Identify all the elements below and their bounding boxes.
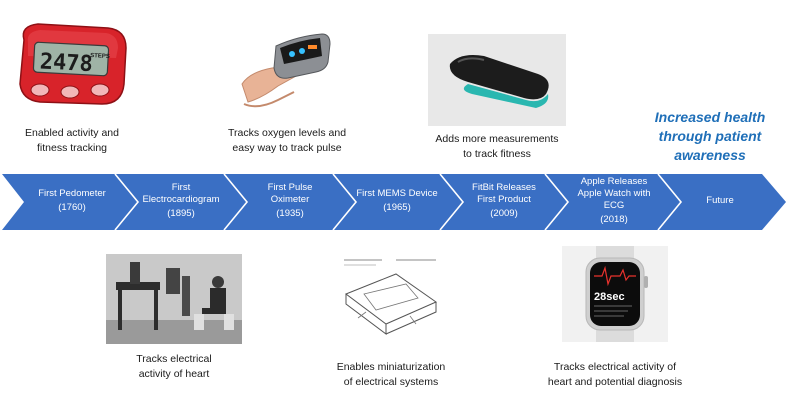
electrocardiogram-image — [106, 254, 242, 344]
milestone-year: (1760) — [58, 202, 86, 213]
caption-line: Tracks electrical activity of — [553, 361, 677, 373]
caption-pedometer: Enabled activity and fitness tracking — [4, 126, 140, 156]
milestone-first-pulse-oximeter: First Pulse Oximeter (1935) — [245, 174, 335, 228]
chevron-divider — [439, 174, 465, 230]
chevron-divider — [223, 174, 249, 230]
chevron-divider — [114, 174, 140, 230]
caption-line: to track fitness — [463, 148, 531, 160]
tagline: Increased health through patient awarene… — [640, 108, 780, 165]
milestone-name: First Electrocardiogram — [142, 182, 220, 205]
pedometer-unit: STEPS — [90, 53, 110, 60]
milestone-first-electrocardiogram: First Electrocardiogram (1895) — [134, 174, 228, 228]
milestone-first-pedometer: First Pedometer (1760) — [24, 174, 120, 228]
fitbit-image — [428, 34, 566, 126]
tagline-line: awareness — [674, 147, 746, 163]
milestone-fitbit-first-product: FitBit Releases First Product (2009) — [458, 174, 550, 228]
chevron-divider — [332, 174, 358, 230]
tagline-line: through patient — [658, 128, 762, 144]
milestone-year: (2009) — [490, 208, 518, 219]
caption-line: heart and potential diagnosis — [547, 376, 683, 388]
milestone-name: FitBit Releases First Product — [472, 182, 536, 205]
timeline-band — [2, 174, 786, 230]
caption-line: Tracks electrical — [136, 353, 212, 365]
chevron-divider — [544, 174, 570, 230]
caption-apple-watch: Tracks electrical activity of heart and … — [530, 360, 700, 390]
milestone-name: Future — [706, 195, 734, 206]
caption-line: activity of heart — [138, 368, 210, 380]
caption-line: Tracks oxygen levels and — [227, 127, 347, 139]
milestone-year: (2018) — [600, 214, 628, 225]
chevron-divider — [657, 174, 683, 230]
pedometer-display: 2478 — [39, 49, 93, 77]
tagline-line: Increased health — [654, 109, 766, 125]
caption-line: Enabled activity and — [25, 127, 119, 139]
milestone-apple-watch-ecg: Apple Releases Apple Watch with ECG (201… — [566, 174, 662, 228]
mems-patent-image — [336, 254, 444, 346]
caption-line: Adds more measurements — [435, 133, 559, 145]
caption-line: fitness tracking — [36, 142, 108, 154]
watch-readout: 28sec — [594, 291, 625, 303]
caption-line: of electrical systems — [343, 376, 439, 388]
milestone-year: (1895) — [167, 208, 195, 219]
caption-mems: Enables miniaturization of electrical sy… — [316, 360, 466, 390]
caption-electrocardiogram: Tracks electrical activity of heart — [104, 352, 244, 382]
milestone-name: First Pulse Oximeter — [267, 182, 313, 205]
caption-fitbit: Adds more measurements to track fitness — [422, 132, 572, 162]
milestone-name: First MEMS Device — [356, 188, 438, 199]
milestone-future: Future — [680, 174, 760, 228]
apple-watch-image: 28sec — [562, 246, 668, 342]
timeline-arrow — [2, 174, 786, 230]
caption-line: Enables miniaturization — [336, 361, 446, 373]
milestone-year: (1935) — [276, 208, 304, 219]
pedometer-image: 2478 STEPS — [10, 18, 132, 114]
pulse-oximeter-image — [238, 26, 334, 112]
milestone-name: First Pedometer — [38, 188, 106, 199]
milestone-first-mems-device: First MEMS Device (1965) — [352, 174, 442, 228]
milestone-year: (1965) — [383, 202, 411, 213]
caption-pulse-oximeter: Tracks oxygen levels and easy way to tra… — [212, 126, 362, 156]
milestone-name: Apple Releases Apple Watch with ECG — [577, 176, 651, 211]
caption-line: easy way to track pulse — [232, 142, 342, 154]
